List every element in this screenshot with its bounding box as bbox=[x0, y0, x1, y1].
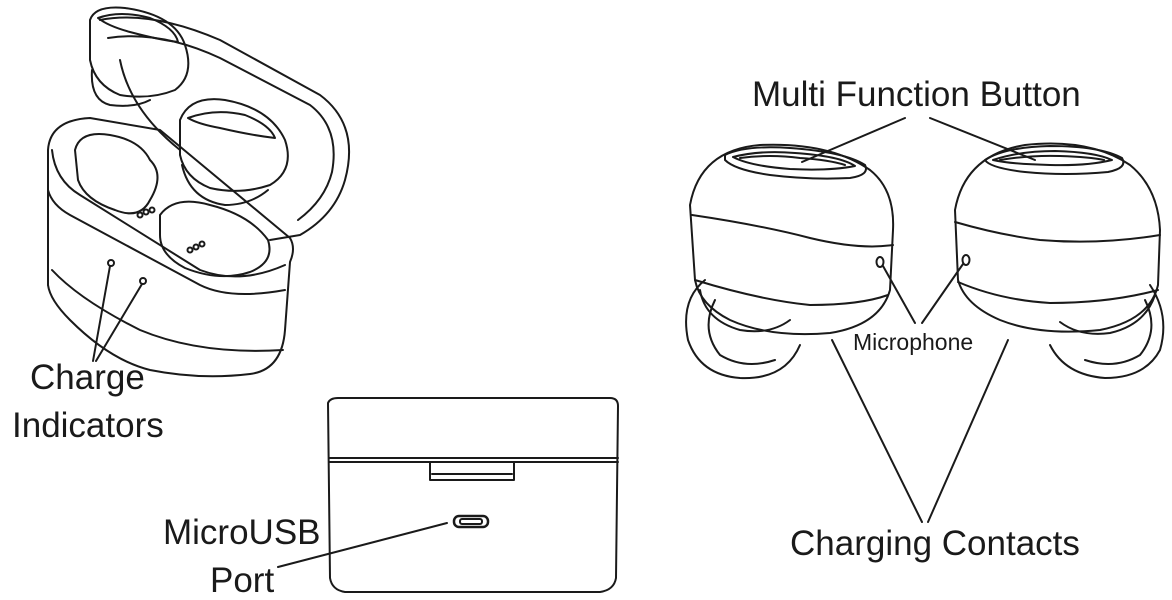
microusb-label-line1: MicroUSB bbox=[163, 513, 321, 552]
multi-function-button-leaders bbox=[801, 117, 1036, 163]
left-earbud bbox=[685, 143, 895, 380]
microusb-label-line2: Port bbox=[210, 561, 275, 600]
charging-contacts-leaders bbox=[831, 339, 1009, 523]
charge-indicators-label-line1: Charge bbox=[30, 358, 145, 397]
microusb-leader bbox=[277, 522, 448, 568]
right-earbud bbox=[954, 142, 1165, 379]
open-charging-case bbox=[47, 6, 351, 378]
microphone-label: Microphone bbox=[853, 329, 974, 355]
closed-case-front bbox=[327, 397, 619, 593]
charge-indicators-leaders bbox=[92, 265, 143, 362]
microphone-leaders bbox=[882, 263, 964, 324]
charge-indicators-label-line2: Indicators bbox=[12, 406, 164, 445]
charging-contacts-label: Charging Contacts bbox=[790, 524, 1080, 563]
multi-function-button-label: Multi Function Button bbox=[752, 75, 1081, 114]
